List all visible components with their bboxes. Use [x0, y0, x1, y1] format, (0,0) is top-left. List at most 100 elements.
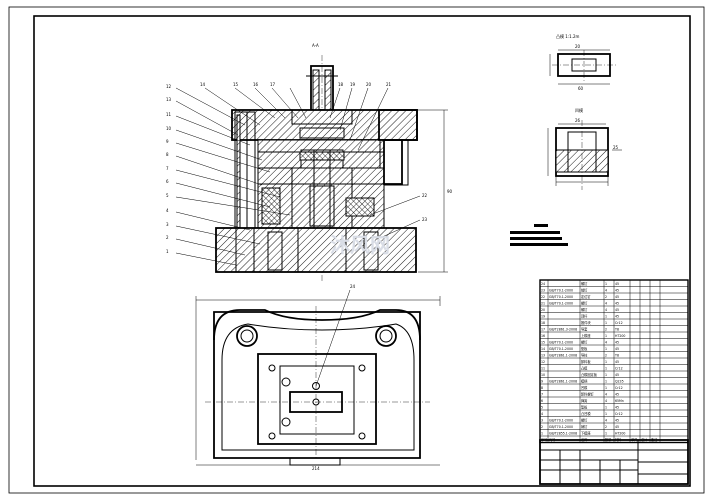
detail-die: 凹模 26 25	[547, 107, 622, 190]
lower-die-seat-outline	[213, 311, 421, 459]
bom-cell-code: GB/T70.1-2000	[549, 302, 573, 306]
bom-cell-qty: 2	[605, 354, 607, 358]
bom-cell-name: 卸料螺钉	[581, 392, 595, 397]
bom-cell-no: 18	[541, 321, 545, 325]
callout-24: 24	[350, 284, 356, 289]
bom-cell-mat: HT200	[615, 334, 625, 338]
detail-bottom-title: 凹模	[575, 107, 583, 113]
bom-cell-qty: 4	[605, 419, 607, 423]
bom-cell-no: 1	[541, 432, 543, 436]
bom-cell-mat: 45	[615, 315, 619, 319]
callout-4: 4	[166, 208, 169, 213]
bom-cell-qty: 1	[605, 406, 607, 410]
bom-cell-name: 螺钉	[581, 307, 588, 312]
callout-6: 6	[166, 179, 169, 184]
bom-cell-no: 19	[541, 315, 545, 319]
bom-cell-name: 垫板	[581, 405, 588, 410]
bom-cell-no: 3	[541, 419, 543, 423]
bom-cell-no: 14	[541, 347, 545, 351]
bom-cell-name: 螺钉	[581, 340, 588, 345]
callout-7: 7	[166, 166, 169, 171]
bom-cell-code: GB/T70.1-2000	[549, 419, 573, 423]
bom-cell-mat: Cr12	[615, 412, 623, 416]
bom-cell-no: 8	[541, 386, 543, 390]
die-area	[257, 353, 377, 445]
bom-cell-mat: Cr12	[615, 367, 623, 371]
bom-cell-code: GB/T2861.1-2008	[549, 380, 577, 384]
callout-17: 17	[270, 82, 276, 87]
bom-cell-mat: 45	[615, 295, 619, 299]
guide-hole-right	[375, 325, 397, 347]
bom-cell-name: 模柄	[581, 379, 588, 384]
bom-cell-code: GB/T2861.1-2008	[549, 354, 577, 358]
bom-cell-qty: 1	[605, 432, 607, 436]
bom-cell-qty: 2	[605, 328, 607, 332]
bom-cell-name: 螺钉	[581, 281, 588, 286]
bom-cell-no: 4	[541, 412, 543, 416]
callout-20: 20	[366, 82, 372, 87]
callout-8: 8	[166, 152, 169, 157]
bom-cell-mat: 45	[615, 282, 619, 286]
bom-cell-name: 上模座	[581, 333, 591, 338]
bom-cell-qty: 1	[605, 282, 607, 286]
bom-cell-mat: Cr12	[615, 321, 623, 325]
dim-detail-w1: 20	[575, 44, 581, 49]
bom-cell-name: 弹簧	[581, 398, 588, 403]
bom-cell-code: GB/T2861.3-2008	[549, 328, 577, 332]
bom-cell-name: 垫板	[581, 346, 588, 351]
bom-cell-name: 凸模	[581, 366, 588, 371]
callout-5: 5	[166, 193, 169, 198]
bom-cell-name: 螺钉	[581, 301, 588, 306]
callout-2: 2	[166, 235, 169, 240]
bom-cell-name: 销钉	[581, 288, 588, 293]
callouts-left: 12 13 11 10 9 8 7 6 5 4 3 2 1	[166, 84, 291, 266]
bom-cell-qty: 1	[605, 380, 607, 384]
callout-18: 18	[338, 82, 344, 87]
guide-hole-left	[236, 325, 258, 347]
bom-cell-mat: 45	[615, 347, 619, 351]
bom-cell-no: 10	[541, 373, 545, 377]
bom-cell-no: 13	[541, 354, 545, 358]
dim-top-height: 90	[447, 189, 453, 194]
bom-cell-mat: 65Mn	[615, 399, 624, 403]
bom-cell-name: 卸料板	[581, 359, 591, 364]
watermark: 沐风网	[330, 233, 390, 257]
bom-cell-name: 凸凹模	[581, 411, 591, 416]
bom-cell-qty: 1	[605, 373, 607, 377]
bom-cell-code: GB/T70.1-2000	[549, 289, 573, 293]
bom-cell-no: 17	[541, 328, 545, 332]
bom-cell-qty: 1	[605, 321, 607, 325]
section-label: A-A	[312, 43, 319, 48]
callout-12: 12	[166, 84, 172, 89]
bom-cell-code: GB/T70.1-2000	[549, 347, 573, 351]
inner-border	[33, 15, 691, 487]
callout-14: 14	[200, 82, 206, 87]
bom-cell-mat: 45	[615, 302, 619, 306]
dim-plan-width: 214	[312, 466, 320, 471]
bom-cell-code: GB/T70.1-2000	[549, 425, 573, 429]
callout-3: 3	[166, 222, 169, 227]
bom-cell-no: 12	[541, 360, 545, 364]
bom-cell-no: 2	[541, 425, 543, 429]
callout-16: 16	[253, 82, 259, 87]
bom-cell-qty: 1	[605, 412, 607, 416]
bom-cell-mat: HT200	[615, 432, 625, 436]
bom-cell-name: 下模座	[581, 431, 591, 436]
plan-view: 214 24	[195, 284, 441, 471]
bom-cell-code: GB/T70.1-2000	[549, 341, 573, 345]
title-block	[539, 439, 689, 485]
bom-cell-qty: 4	[605, 289, 607, 293]
bom-cell-mat: 45	[615, 425, 619, 429]
bom-cell-mat: 45	[615, 393, 619, 397]
bom-cell-mat: T8	[614, 328, 619, 332]
bom-cell-qty: 1	[605, 386, 607, 390]
bom-cell-no: 23	[541, 289, 545, 293]
dim-detail-w3: 26	[575, 118, 581, 123]
callout-13: 13	[166, 97, 172, 102]
bom-cell-mat: 45	[615, 419, 619, 423]
bom-cell-no: 5	[541, 406, 543, 410]
bom-cell-no: 11	[541, 367, 545, 371]
bom-cell-qty: 4	[605, 399, 607, 403]
bom-cell-code: GB/T2855.1-2008	[549, 432, 577, 436]
